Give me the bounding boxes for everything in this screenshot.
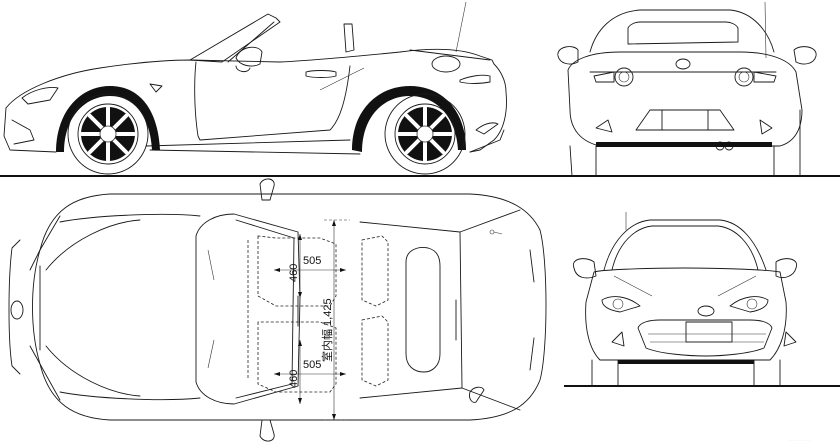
rear-view — [557, 1, 817, 177]
mirror-front-right — [775, 258, 798, 279]
body-outline — [5, 48, 507, 153]
dim-seat-width-rear: 505 — [303, 359, 321, 371]
side-mirror — [235, 46, 263, 67]
rear-wheel — [384, 93, 466, 175]
trunk-lid — [405, 247, 441, 373]
tail-lamp-side — [459, 74, 491, 84]
mazda-logo-top — [10, 300, 24, 320]
watermark: · · · · · · · — [790, 438, 810, 444]
mazda-logo-rear — [675, 58, 691, 70]
tail-light-left — [614, 67, 634, 87]
fuel-door — [431, 55, 461, 73]
rear-wheel-arch — [352, 86, 466, 152]
fuel-cap-top — [489, 229, 495, 235]
seatback-passenger — [361, 315, 389, 387]
door-handle — [305, 70, 337, 78]
mirror-top-right — [259, 419, 275, 442]
front-tire-left — [591, 359, 619, 387]
front-view — [564, 212, 840, 387]
soft-top — [589, 9, 775, 53]
front-tire-right — [753, 359, 781, 387]
seat-driver — [257, 235, 337, 307]
mirror-left — [557, 46, 579, 65]
dim-seat-offset-rear: 460 — [288, 370, 300, 388]
seatback-driver — [361, 235, 389, 307]
tail-light-right — [734, 67, 754, 87]
side-marker — [149, 83, 163, 93]
rear-window — [627, 21, 739, 45]
dimension-lines — [274, 219, 350, 421]
headlight-right — [729, 296, 769, 313]
front-wheel-arch — [56, 86, 160, 152]
headrest — [343, 23, 355, 53]
windshield-frame — [189, 13, 281, 63]
door — [194, 61, 351, 141]
mirror-right — [793, 46, 817, 65]
mirror-top-left — [259, 178, 275, 201]
antenna — [455, 1, 467, 53]
windshield-top — [195, 213, 301, 405]
windshield-front — [603, 219, 767, 271]
front-wheel — [67, 93, 149, 175]
headlight-left — [601, 296, 641, 313]
top-view: 505 505 460 460 室内幅 1,425 — [8, 178, 547, 442]
dim-interior-width: 室内幅 1,425 — [320, 298, 334, 362]
license-plate-area — [635, 109, 735, 131]
dim-seat-width-front: 505 — [303, 255, 321, 267]
seat-passenger — [257, 321, 337, 393]
antenna-rear — [764, 1, 767, 59]
side-view — [0, 1, 840, 177]
dim-seat-offset-front: 460 — [288, 264, 300, 282]
mazda-logo-front — [697, 305, 715, 317]
mirror-front-left — [572, 258, 597, 279]
rear-body — [567, 51, 803, 147]
rear-tire-left — [569, 145, 597, 177]
front-grille — [637, 319, 773, 357]
front-body — [585, 267, 787, 361]
headlight-side — [21, 87, 59, 105]
license-plate-rear — [661, 109, 709, 131]
rear-tire-right — [773, 109, 801, 177]
license-plate-front — [685, 321, 733, 343]
